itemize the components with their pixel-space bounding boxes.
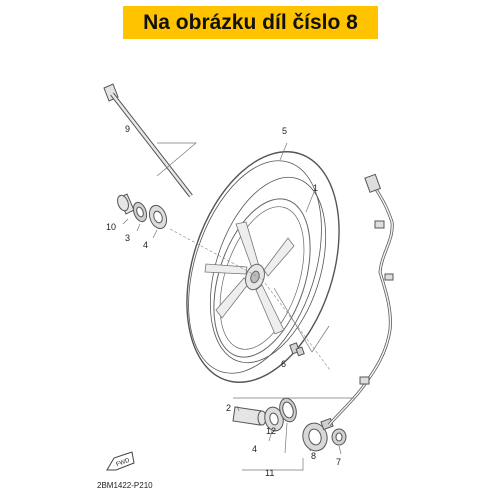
oil-seal-top [132, 201, 148, 223]
collar-bottom [232, 406, 267, 426]
callout-4-top: 4 [143, 240, 148, 250]
fwd-label: FWD [116, 458, 132, 469]
bolt-leader [156, 142, 197, 177]
oil-seal-bottom [279, 397, 297, 423]
callout-6: 6 [281, 359, 286, 369]
diagram-code: 2BM1422-P210 [97, 481, 153, 490]
callout-9: 9 [125, 124, 130, 134]
callout-4-bottom: 4 [252, 444, 257, 454]
callout-5: 5 [282, 126, 287, 136]
fwd-arrow-icon: FWD [106, 451, 135, 471]
callout-3: 3 [125, 233, 130, 243]
collar-top [117, 193, 135, 215]
bearing-top [148, 204, 168, 230]
wheel-hub [245, 263, 265, 291]
callout-7: 7 [336, 457, 341, 467]
callout-11: 11 [265, 468, 274, 478]
callout-8: 8 [311, 451, 316, 461]
speed-sensor-cable [327, 173, 394, 426]
tire [186, 151, 340, 383]
axle-centerline-left [169, 228, 263, 280]
axle-nut [331, 428, 347, 446]
tire-valve [289, 342, 305, 357]
leader-lines [122, 142, 342, 455]
group-bracket-11-lower [242, 458, 304, 471]
valve-leader [273, 287, 330, 353]
part-banner: Na obrázku díl číslo 8 [123, 6, 378, 39]
speed-sensor-housing [302, 417, 334, 452]
callout-2: 2 [226, 403, 231, 413]
callout-1: 1 [313, 183, 318, 193]
callout-12: 12 [266, 426, 276, 436]
callout-10: 10 [106, 222, 116, 232]
axle-bolt [103, 83, 193, 198]
